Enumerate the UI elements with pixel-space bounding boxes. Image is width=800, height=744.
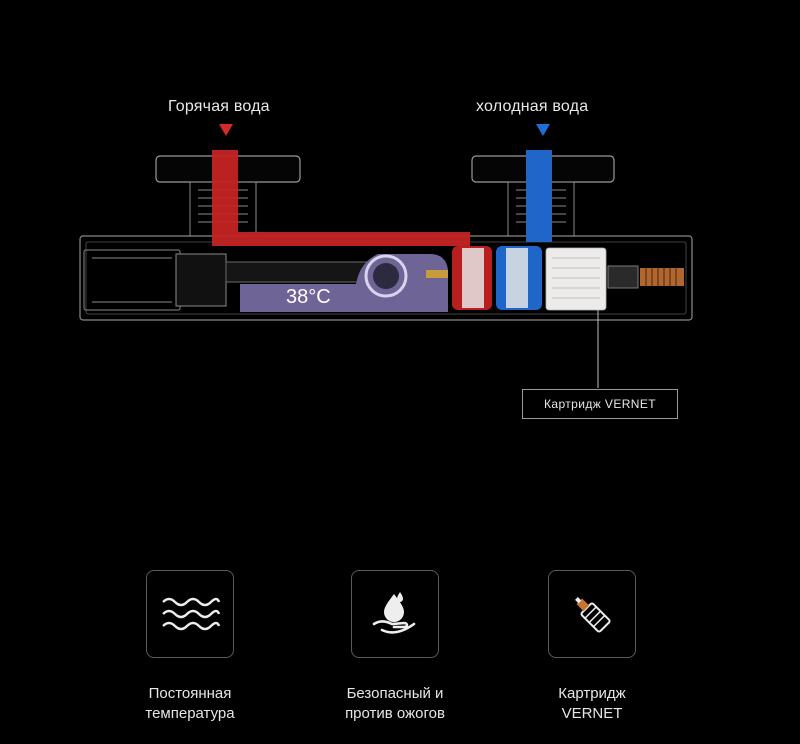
cold-water-label: холодная вода — [476, 98, 589, 115]
cartridge-body — [545, 247, 607, 311]
feature-line2: температура — [145, 705, 235, 722]
brass-thread — [640, 268, 684, 286]
gold-pin — [426, 270, 448, 278]
cold-water-channel — [526, 150, 552, 242]
hot-water-arrow-icon — [219, 124, 233, 136]
feature-line2: против ожогов — [345, 705, 445, 722]
right-spindle — [607, 265, 639, 289]
hot-water-label: Горячая вода — [168, 98, 270, 115]
waves-icon — [162, 597, 221, 631]
thermostat-mixer-diagram — [79, 150, 693, 388]
feature-tile — [146, 570, 234, 658]
feature-tile — [548, 570, 636, 658]
hand-water-drop-icon — [372, 592, 416, 634]
cartridge-icon — [575, 597, 611, 633]
temperature-value: 38°C — [286, 286, 331, 308]
feature-line1: Безопасный и — [346, 685, 444, 702]
feature-line1: Постоянная — [148, 685, 232, 702]
feature-burn-protection: Безопасный и против ожогов — [295, 570, 495, 724]
spindle — [225, 261, 377, 283]
feature-line1: Картридж — [558, 685, 626, 702]
feature-tile — [351, 570, 439, 658]
cartridge-callout: Картридж VERNET — [522, 389, 678, 419]
hot-water-channel — [212, 150, 470, 246]
cold-water-arrow-icon — [536, 124, 550, 136]
feature-constant-temperature: Постоянная температура — [90, 570, 290, 724]
left-knob — [83, 249, 227, 311]
thermo-ring — [364, 254, 408, 298]
feature-line2: VERNET — [561, 705, 623, 722]
feature-cartridge: Картридж VERNET — [492, 570, 692, 724]
